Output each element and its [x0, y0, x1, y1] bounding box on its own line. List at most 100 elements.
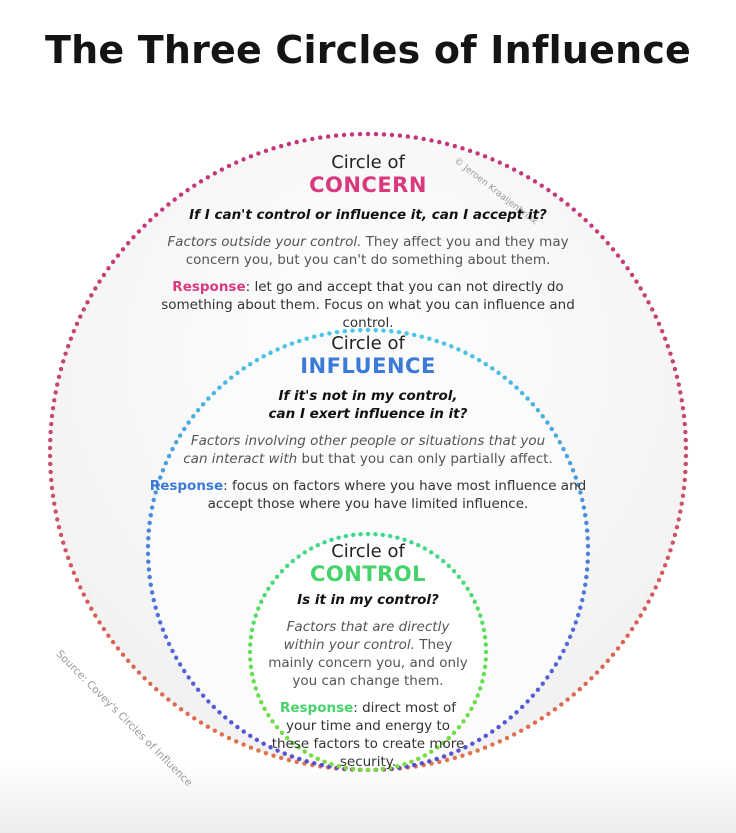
influence-dot — [206, 396, 211, 401]
concern-dot — [615, 646, 621, 651]
control-dot — [435, 554, 440, 559]
background-fade — [0, 763, 736, 833]
influence-dot — [540, 414, 545, 419]
control-response: Response: direct most of your time and e… — [262, 699, 474, 771]
concern-dot — [460, 753, 465, 758]
concern-section: Circle of CONCERN If I can't control or … — [140, 152, 596, 332]
control-dot — [296, 745, 301, 750]
influence-dot — [580, 497, 585, 503]
concern-dot — [52, 501, 57, 506]
influence-dot — [160, 627, 166, 632]
concern-dot — [81, 307, 86, 312]
influence-dot — [585, 536, 590, 541]
influence-dot — [334, 329, 340, 335]
concern-dot — [65, 555, 71, 561]
influence-dot — [146, 559, 151, 564]
concern-dot — [525, 175, 531, 180]
influence-dot — [396, 329, 402, 335]
concern-dot — [78, 314, 83, 319]
control-dot — [456, 574, 462, 579]
influence-dot — [483, 361, 488, 367]
influence-dot — [289, 754, 295, 759]
concern-dot — [397, 133, 403, 138]
influence-dot — [578, 605, 583, 610]
control-dot — [259, 599, 264, 604]
influence-dot — [564, 453, 570, 459]
concern-dot — [226, 163, 232, 169]
concern-dot — [629, 272, 635, 278]
control-response-label: Response — [279, 700, 354, 716]
concern-dot — [532, 720, 538, 725]
control-dot — [429, 550, 434, 555]
concern-dot — [589, 223, 594, 228]
concern-dot — [583, 217, 588, 223]
concern-dot — [615, 253, 621, 258]
influence-dot — [427, 759, 432, 764]
concern-dot — [50, 405, 56, 411]
concern-dot — [625, 266, 630, 271]
influence-dot — [530, 402, 536, 407]
control-dot — [373, 767, 378, 772]
concern-dot — [600, 235, 605, 240]
influence-dot — [155, 482, 161, 488]
concern-dot — [437, 759, 442, 765]
influence-dot — [163, 634, 169, 640]
concern-dot — [120, 652, 126, 657]
concern-dot — [610, 652, 616, 657]
concern-dot — [444, 757, 450, 763]
influence-dot — [549, 668, 554, 674]
control-dot — [441, 740, 446, 746]
influence-dot — [561, 446, 566, 452]
concern-dot — [166, 202, 171, 207]
concern-dot — [577, 212, 582, 217]
influence-dot — [449, 344, 454, 349]
influence-dot — [584, 574, 589, 580]
concern-dot — [646, 599, 651, 604]
concern-dot — [672, 532, 678, 538]
concern-dot — [136, 229, 142, 234]
influence-dot — [583, 513, 588, 518]
concern-dot — [198, 179, 204, 184]
influence-dot — [166, 641, 172, 647]
influence-response-label: Response — [149, 478, 224, 494]
concern-dot — [115, 646, 121, 651]
control-dot — [247, 649, 253, 655]
control-dot — [461, 580, 466, 585]
concern-dot — [248, 745, 254, 750]
concern-dot — [47, 453, 53, 459]
control-dot — [322, 759, 327, 764]
control-dot — [387, 765, 393, 771]
concern-dot — [365, 131, 371, 137]
control-dot — [446, 563, 451, 569]
influence-dot — [191, 681, 196, 686]
concern-dot — [160, 207, 165, 212]
control-dot — [343, 533, 349, 539]
concern-dot — [381, 132, 387, 137]
control-dot — [465, 586, 470, 591]
influence-dot — [268, 745, 273, 750]
concern-dot — [605, 658, 611, 663]
concern-dot — [665, 555, 671, 561]
concern-dot — [678, 509, 683, 514]
control-factors-rest: They mainly concern you, and only you ca… — [268, 637, 468, 689]
influence-dot — [170, 446, 175, 452]
influence-dot — [147, 574, 152, 580]
concern-dot — [546, 711, 551, 717]
concern-dot — [668, 548, 673, 553]
influence-dot — [254, 737, 260, 743]
concern-dot — [460, 146, 465, 151]
influence-section: Circle of INFLUENCE If it's not in my co… — [146, 333, 590, 513]
influence-dot — [578, 490, 583, 495]
control-circle-dots — [247, 531, 489, 773]
influence-dot — [158, 620, 163, 625]
concern-dot — [294, 759, 299, 765]
influence-dot — [289, 341, 295, 346]
concern-dot — [646, 300, 651, 305]
concern-dot — [93, 286, 98, 291]
concern-dot — [341, 132, 347, 138]
concern-dot — [405, 134, 411, 139]
concern-dot — [475, 151, 480, 156]
page-title: The Three Circles of Influence — [44, 28, 692, 72]
concern-dot — [583, 681, 588, 687]
concern-dot — [683, 445, 689, 451]
